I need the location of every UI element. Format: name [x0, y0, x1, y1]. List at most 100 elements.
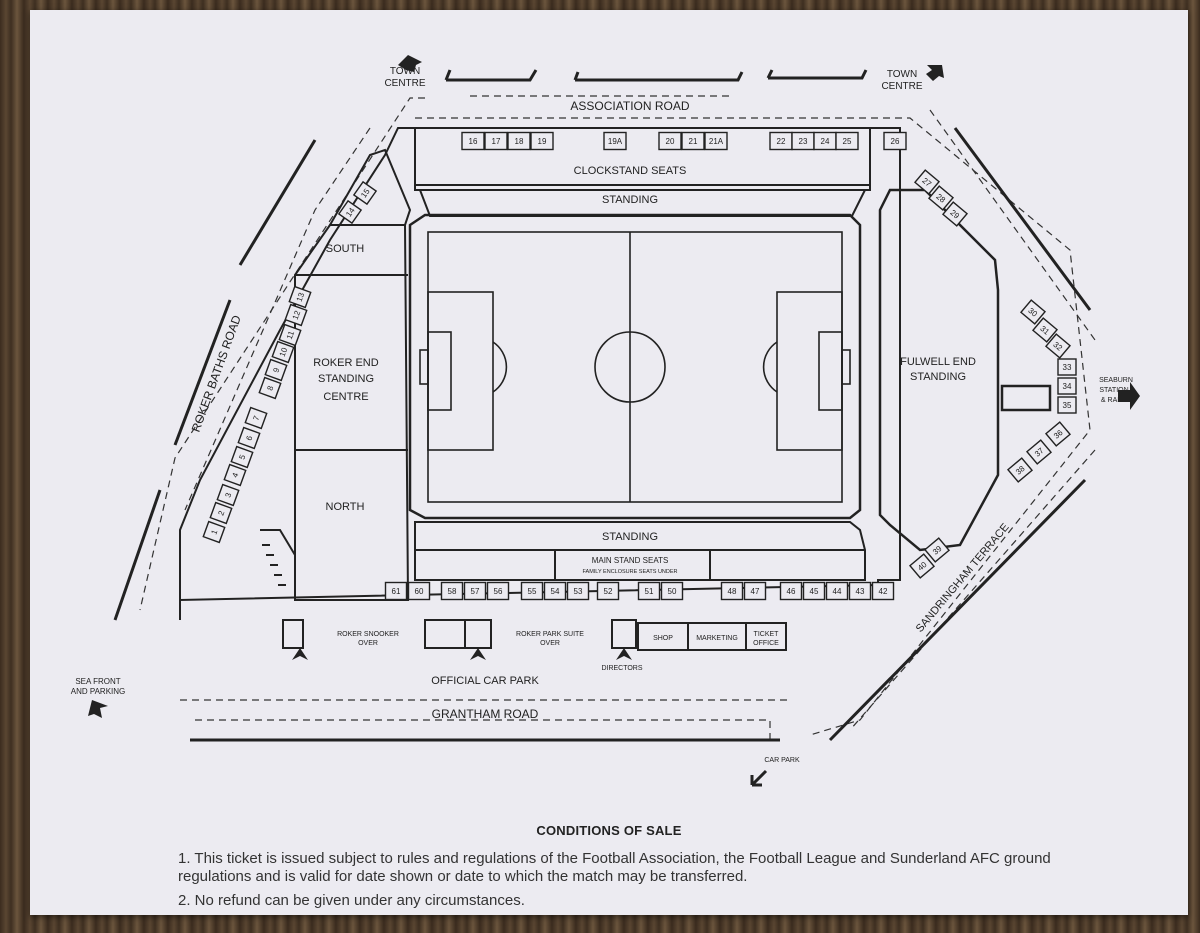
main-stand-area: [414, 521, 866, 581]
arrow-down-left-icon: [88, 700, 108, 718]
gate-box-frame: [216, 483, 240, 507]
buildings-strip: [179, 600, 787, 651]
gate-box-frame: [1006, 457, 1034, 483]
gate-number: 5: [237, 453, 247, 461]
gate-box: 48: [720, 581, 744, 601]
association-road-label: ASSOCIATION ROAD: [570, 99, 689, 113]
gate-box-frame: [704, 131, 728, 151]
gate-number: 42: [879, 587, 888, 596]
gate-box: 51: [637, 581, 661, 601]
gate-box-frame: [720, 581, 744, 601]
gate-box-frame: [284, 303, 308, 327]
south-label: SOUTH: [326, 243, 365, 255]
gate-box: 15: [352, 180, 378, 206]
main-stand-sub-label: FAMILY ENCLOSURE SEATS UNDER: [582, 569, 677, 575]
road-lines: [139, 95, 1096, 745]
gate-box-frame: [278, 323, 302, 347]
gate-number: 25: [843, 137, 852, 146]
gate-box-frame: [681, 131, 705, 151]
arrow-up-left-icon: [398, 55, 422, 72]
gate-box: 61: [384, 581, 408, 601]
gate-box-frame: [637, 581, 661, 601]
gate-number: 50: [668, 587, 677, 596]
gate-box: 58: [440, 581, 464, 601]
gate-box-frame: [484, 131, 508, 151]
gate-box-frame: [908, 553, 936, 579]
gate-box-frame: [463, 581, 487, 601]
gate-box: 19A: [603, 131, 627, 151]
gate-number: 44: [833, 587, 842, 596]
ticket-office-line1: TICKET: [754, 631, 780, 638]
seaburn-line1: SEABURN: [1099, 377, 1133, 384]
gate-box: 54: [543, 581, 567, 601]
gate-box-frame: [407, 581, 431, 601]
standing-south-label: STANDING: [602, 531, 658, 543]
gate-box-frame: [603, 131, 627, 151]
gate-box-frame: [230, 445, 254, 469]
gate-box: 6: [237, 426, 261, 450]
gate-box: 14: [337, 199, 363, 225]
gate-box: 31: [1031, 317, 1059, 343]
gate-box: 20: [658, 131, 682, 151]
gate-number: 52: [604, 587, 613, 596]
directors-label: DIRECTORS: [601, 665, 642, 672]
roker-end-area: [260, 148, 412, 601]
gate-number: 34: [1063, 382, 1072, 391]
gate-box: 28: [927, 185, 955, 211]
gate-box-frame: [927, 185, 955, 211]
gate-box-frame: [543, 581, 567, 601]
gate-box: 44: [825, 581, 849, 601]
gate-box-frame: [1044, 421, 1072, 447]
gate-number: 7: [251, 414, 261, 422]
gate-number: 4: [230, 471, 240, 479]
roker-end-line2: STANDING: [318, 373, 374, 385]
gate-box-frame: [202, 520, 226, 544]
pitch-surround: [408, 213, 862, 520]
main-stand-label: MAIN STAND SEATS: [592, 556, 669, 565]
gate-box-frame: [835, 131, 859, 151]
stadium-map: ASSOCIATION ROAD GRANTHAM ROAD ROKER BAT…: [71, 55, 1140, 787]
gate-number: 53: [574, 587, 583, 596]
seaburn-direction: SEABURN STATION & RAIL: [1099, 377, 1140, 410]
clockstand-label: CLOCKSTAND SEATS: [574, 165, 687, 177]
gate-box: 47: [743, 581, 767, 601]
gate-box: 43: [848, 581, 872, 601]
gate-number: 21: [689, 137, 698, 146]
gate-number: 9: [271, 366, 281, 374]
gate-number: 56: [494, 587, 503, 596]
gate-box-frame: [913, 169, 941, 195]
conditions-title: CONDITIONS OF SALE: [536, 823, 682, 838]
gate-box: 30: [1019, 299, 1047, 325]
gate-box-frame: [825, 581, 849, 601]
gate-number: 33: [1063, 363, 1072, 372]
gate-number: 60: [415, 587, 424, 596]
roker-snooker-line1: ROKER SNOOKER: [337, 631, 399, 638]
clockstand-area: [414, 127, 871, 217]
gate-box: 26: [883, 131, 907, 151]
gate-box-frame: [883, 131, 907, 151]
roker-snooker-line2: OVER: [358, 640, 378, 647]
gate-box: 37: [1025, 439, 1053, 465]
gate-box: 53: [566, 581, 590, 601]
gate-number: 35: [1063, 401, 1072, 410]
gate-box-frame: [507, 131, 531, 151]
gate-box: 10: [271, 340, 295, 364]
gate-box-frame: [743, 581, 767, 601]
gate-number: 26: [891, 137, 900, 146]
gate-box-frame: [658, 131, 682, 151]
condition-item-1: 1. This ticket is issued subject to rule…: [178, 850, 1051, 885]
gate-box: 23: [791, 131, 815, 151]
gate-box-frame: [237, 426, 261, 450]
gate-number: 46: [787, 587, 796, 596]
gate-box-frame: [596, 581, 620, 601]
gate-box: 57: [463, 581, 487, 601]
gate-number: 24: [821, 137, 830, 146]
shop-label: SHOP: [653, 635, 673, 642]
gate-number: 51: [645, 587, 654, 596]
gate-box: 27: [913, 169, 941, 195]
gate-number: 57: [471, 587, 480, 596]
gate-box: 45: [802, 581, 826, 601]
gate-box: 16: [461, 131, 485, 151]
gate-number: 47: [751, 587, 760, 596]
conditions-of-sale: CONDITIONS OF SALE: [30, 823, 1188, 838]
